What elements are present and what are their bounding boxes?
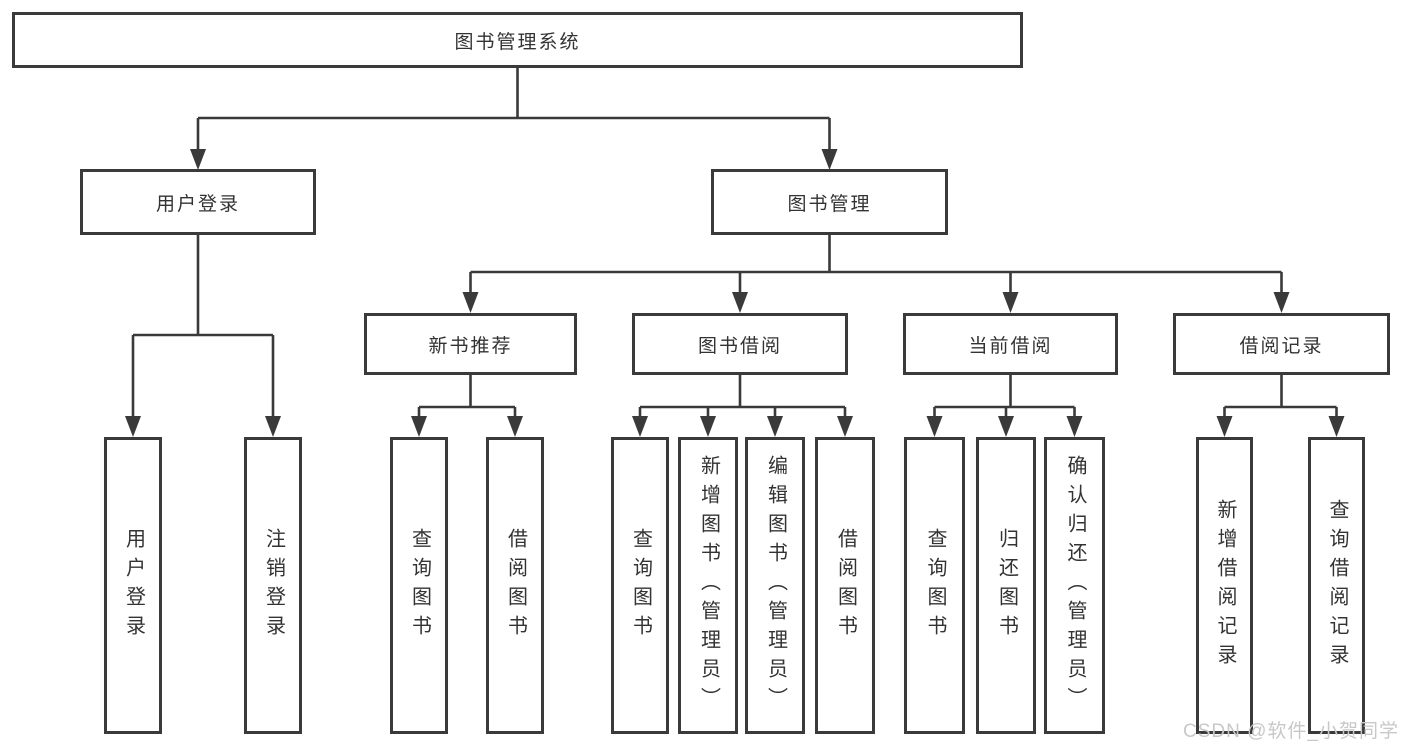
node-book-borrowing-label: 图书借阅	[697, 335, 782, 357]
leaf-borrowing-add-books-admin: 新增图书（管理员）	[678, 437, 738, 734]
node-current-borrowing-label: 当前借阅	[968, 335, 1053, 357]
leaf-borrowing-query-books: 查询图书	[611, 437, 669, 734]
arrowhead-icons	[125, 149, 1345, 437]
leaf-current-return-books-label: 归还图书	[995, 527, 1018, 644]
node-root-label: 图书管理系统	[454, 31, 581, 53]
node-user-login: 用户登录	[80, 169, 316, 235]
node-new-book-recommend-label: 新书推荐	[428, 335, 513, 357]
leaf-newbook-borrow-books-label: 借阅图书	[504, 527, 527, 644]
leaf-current-confirm-return-admin: 确认归还（管理员）	[1044, 437, 1105, 734]
leaf-current-query-books-label: 查询图书	[924, 527, 946, 644]
node-root: 图书管理系统	[12, 12, 1023, 68]
node-borrowing-records-label: 借阅记录	[1239, 335, 1324, 357]
leaf-user-login: 用户登录	[104, 437, 162, 734]
leaf-borrowing-borrow-books-label: 借阅图书	[834, 527, 857, 644]
leaf-newbook-query-books-label: 查询图书	[408, 527, 431, 644]
node-borrowing-records: 借阅记录	[1173, 313, 1390, 375]
leaf-records-add-record: 新增借阅记录	[1196, 437, 1253, 734]
node-book-management-label: 图书管理	[787, 193, 872, 215]
leaf-user-login-label: 用户登录	[122, 527, 145, 644]
leaf-logout: 注销登录	[244, 437, 302, 734]
leaf-newbook-query-books: 查询图书	[390, 437, 448, 734]
leaf-borrowing-edit-books-admin: 编辑图书（管理员）	[745, 437, 805, 734]
leaf-current-query-books: 查询图书	[904, 437, 965, 734]
leaf-borrowing-query-books-label: 查询图书	[629, 527, 652, 644]
node-user-login-label: 用户登录	[155, 193, 240, 215]
node-current-borrowing: 当前借阅	[903, 313, 1118, 375]
csdn-watermark: CSDN @软件_小贺同学	[1183, 721, 1399, 742]
leaf-borrowing-edit-books-admin-label: 编辑图书（管理员）	[764, 455, 787, 716]
leaf-borrowing-add-books-admin-label: 新增图书（管理员）	[697, 455, 720, 716]
leaf-records-add-record-label: 新增借阅记录	[1214, 498, 1236, 673]
node-book-management: 图书管理	[711, 169, 948, 235]
leaf-current-confirm-return-admin-label: 确认归还（管理员）	[1064, 455, 1086, 716]
node-new-book-recommend: 新书推荐	[364, 313, 577, 375]
leaf-logout-label: 注销登录	[262, 527, 285, 644]
leaf-borrowing-borrow-books: 借阅图书	[815, 437, 875, 734]
leaf-records-query-record: 查询借阅记录	[1308, 437, 1365, 734]
leaf-current-return-books: 归还图书	[976, 437, 1036, 734]
leaf-newbook-borrow-books: 借阅图书	[486, 437, 544, 734]
node-book-borrowing: 图书借阅	[632, 313, 848, 375]
leaf-records-query-record-label: 查询借阅记录	[1326, 498, 1348, 673]
